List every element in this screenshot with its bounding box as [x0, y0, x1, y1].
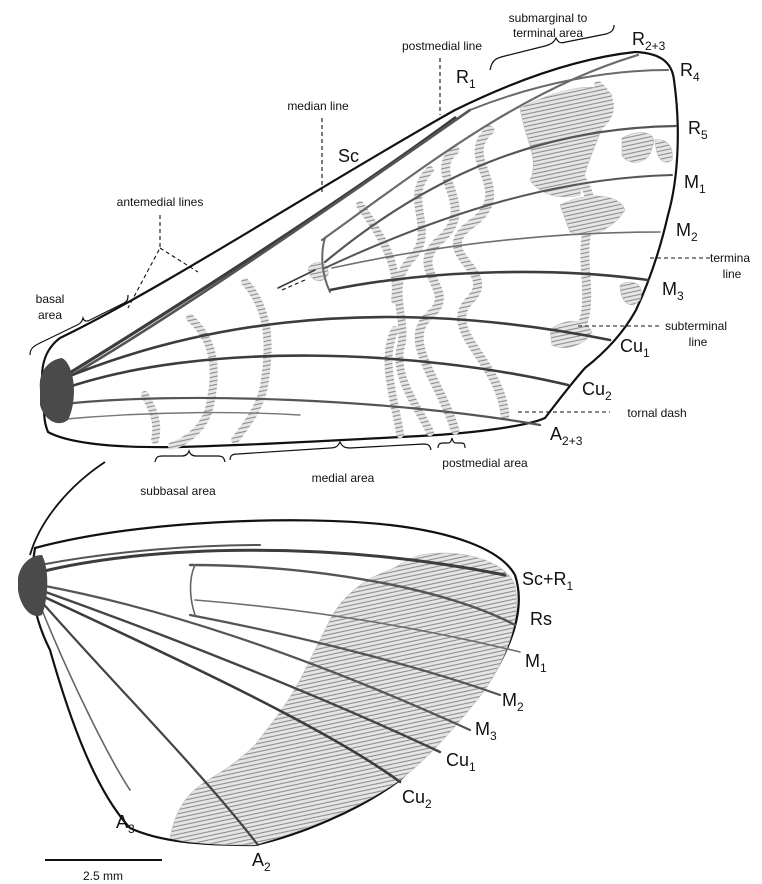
- vein-label-m1: M1: [684, 172, 706, 196]
- vein-label-sc-r1: Sc+R1: [522, 569, 574, 593]
- vein-label-cu2: Cu2: [582, 379, 612, 403]
- label-submarginal-1: submarginal to: [509, 11, 588, 25]
- label-postmedial-line: postmedial line: [402, 39, 482, 53]
- label-subterminal-1: subterminal: [665, 319, 727, 333]
- vein-label-m2: M2: [676, 220, 698, 244]
- vein-label-r4: R4: [680, 60, 700, 84]
- vein-label-hcu2: Cu2: [402, 787, 432, 811]
- subbasal-bracket: [155, 451, 225, 462]
- hindwing-base: [18, 555, 47, 616]
- label-medial-area: medial area: [312, 471, 375, 485]
- vein-label-a2: A2: [252, 850, 271, 874]
- label-postmedial-area: postmedial area: [442, 456, 528, 470]
- label-basal-1: basal: [36, 292, 65, 306]
- vein-label-hm1: M1: [525, 651, 547, 675]
- label-termina-2: line: [723, 267, 742, 281]
- scale-bar-label: 2.5 mm: [83, 869, 123, 883]
- label-median-line: median line: [287, 99, 349, 113]
- label-subbasal-area: subbasal area: [140, 484, 216, 498]
- vein-label-r5: R5: [688, 118, 708, 142]
- postmedial-area-bracket: [438, 438, 465, 448]
- vein-label-hm3: M3: [475, 719, 497, 743]
- label-submarginal-2: terminal area: [513, 26, 583, 40]
- vein-label-rs: Rs: [530, 609, 552, 629]
- vein-label-m3: M3: [662, 279, 684, 303]
- vein-label-hm2: M2: [502, 690, 524, 714]
- label-subterminal-2: line: [689, 335, 708, 349]
- hindwing: [18, 462, 520, 845]
- vein-label-sc: Sc: [338, 146, 359, 166]
- antemedial-leader-2: [160, 248, 198, 272]
- vein-label-a23: A2+3: [550, 424, 583, 448]
- vein-label-r1: R1: [456, 67, 476, 91]
- label-antemedial-lines: antemedial lines: [117, 195, 204, 209]
- label-tornal-dash: tornal dash: [627, 406, 686, 420]
- label-termina-1: termina: [710, 251, 750, 265]
- label-basal-2: area: [38, 308, 62, 322]
- vein-label-cu1: Cu1: [620, 336, 650, 360]
- scale-bar: 2.5 mm: [45, 860, 162, 883]
- vein-label-hcu1: Cu1: [446, 750, 476, 774]
- vein-label-r23: R2+3: [632, 29, 666, 53]
